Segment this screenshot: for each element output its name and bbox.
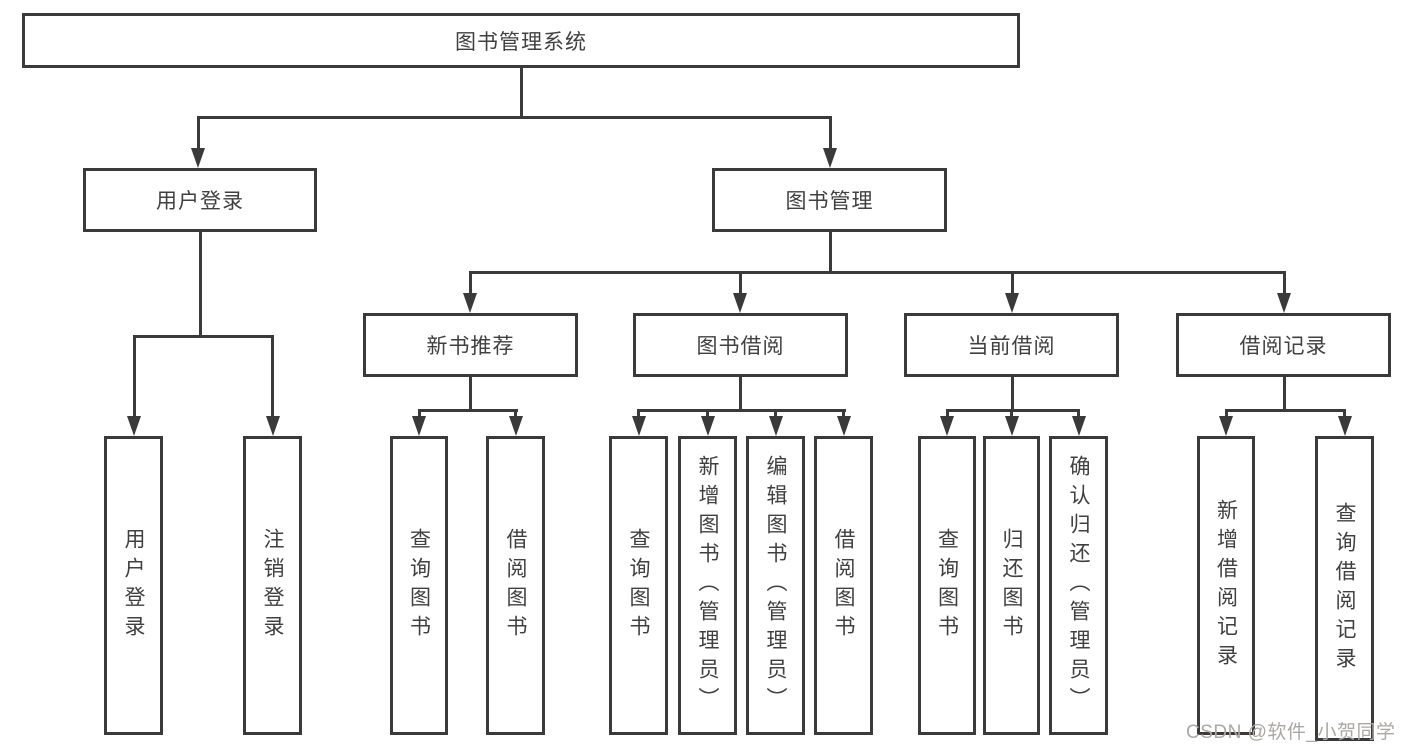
arrowhead-down-icon bbox=[733, 293, 747, 313]
node-label: 用户登录 bbox=[156, 190, 244, 213]
connector-drop bbox=[1010, 408, 1013, 419]
node-label: 查询图书 bbox=[935, 527, 959, 644]
node-book-management: 图书管理 bbox=[712, 168, 947, 232]
node-user-login-branch: 用户登录 bbox=[83, 168, 317, 232]
connector-drop bbox=[1010, 270, 1014, 295]
connector-drop bbox=[637, 408, 640, 419]
node-label: 查询图书 bbox=[627, 527, 650, 644]
node-label: 确认归还（管理员） bbox=[1067, 455, 1090, 716]
node-return-book: 归还图书 bbox=[983, 436, 1040, 735]
connector-drop bbox=[270, 334, 274, 419]
arrowhead-down-icon bbox=[126, 416, 141, 436]
connector-drop bbox=[468, 270, 472, 295]
node-label: 图书借阅 bbox=[696, 335, 785, 358]
arrowhead-down-icon bbox=[1337, 416, 1352, 436]
arrowhead-down-icon bbox=[1005, 293, 1019, 313]
node-label: 查询借阅记录 bbox=[1333, 501, 1356, 676]
node-label: 借阅图书 bbox=[504, 527, 527, 644]
arrowhead-down-icon bbox=[1277, 293, 1291, 313]
node-add-book-admin: 新增图书（管理员） bbox=[678, 436, 737, 735]
arrowhead-down-icon bbox=[508, 416, 523, 436]
node-label: 编辑图书（管理员） bbox=[764, 455, 787, 716]
connector-stem bbox=[1010, 377, 1014, 411]
node-current-borrow: 当前借阅 bbox=[904, 313, 1119, 377]
connector-stem bbox=[1282, 377, 1286, 411]
connector-drop bbox=[1282, 270, 1286, 295]
connector-drop bbox=[514, 408, 517, 419]
node-add-borrow-record: 新增借阅记录 bbox=[1197, 436, 1255, 735]
connector-group-e-splitter bbox=[1224, 408, 1346, 412]
node-label: 借阅图书 bbox=[832, 527, 855, 644]
arrowhead-down-icon bbox=[412, 416, 426, 436]
connector-drop bbox=[945, 408, 949, 419]
node-label: 新增图书（管理员） bbox=[696, 455, 719, 716]
connector-stem bbox=[468, 377, 472, 411]
arrowhead-down-icon bbox=[1071, 416, 1086, 436]
node-edit-book-admin: 编辑图书（管理员） bbox=[746, 436, 805, 735]
node-label: 归还图书 bbox=[1000, 527, 1023, 644]
connector-level2-splitter bbox=[196, 115, 832, 119]
node-label: 当前借阅 bbox=[967, 335, 1056, 358]
node-label: 图书管理系统 bbox=[455, 30, 587, 54]
connector-group-c-splitter bbox=[637, 408, 846, 412]
node-root-library-system: 图书管理系统 bbox=[22, 13, 1020, 68]
node-borrow-books: 借阅图书 bbox=[814, 436, 873, 735]
node-label: 图书管理 bbox=[785, 190, 874, 213]
arrowhead-down-icon bbox=[463, 293, 477, 313]
connector-group-b-splitter bbox=[417, 408, 518, 412]
connector-drop bbox=[196, 115, 200, 151]
node-label: 新增借阅记录 bbox=[1214, 498, 1238, 673]
node-label: 借阅记录 bbox=[1239, 335, 1328, 358]
arrowhead-down-icon bbox=[1219, 416, 1233, 436]
arrowhead-down-icon bbox=[940, 416, 954, 436]
arrowhead-down-icon bbox=[700, 416, 715, 436]
arrowhead-down-icon bbox=[768, 416, 783, 436]
node-confirm-return-admin: 确认归还（管理员） bbox=[1049, 436, 1108, 735]
arrowhead-down-icon bbox=[1004, 416, 1019, 436]
node-borrow-records: 借阅记录 bbox=[1176, 313, 1391, 377]
node-label: 注销登录 bbox=[261, 527, 284, 644]
connector-drop bbox=[828, 115, 832, 151]
connector-drop bbox=[842, 408, 845, 419]
arrowhead-down-icon bbox=[631, 416, 646, 436]
connector-drop bbox=[417, 408, 421, 419]
connector-drop bbox=[774, 408, 777, 419]
node-label: 新书推荐 bbox=[426, 335, 515, 358]
connector-user-login-stem bbox=[198, 232, 202, 338]
connector-group-a-splitter bbox=[132, 334, 274, 338]
connector-drop bbox=[1077, 408, 1080, 419]
csdn-watermark: CSDN @软件_小贺同学 bbox=[1186, 722, 1396, 743]
node-query-books-borrow: 查询图书 bbox=[609, 436, 668, 735]
node-query-books-recommend: 查询图书 bbox=[390, 436, 448, 735]
node-user-login: 用户登录 bbox=[104, 436, 163, 735]
arrowhead-down-icon bbox=[191, 148, 205, 168]
node-label: 查询图书 bbox=[407, 527, 431, 644]
connector-book-mgmt-stem bbox=[828, 232, 832, 272]
arrowhead-down-icon bbox=[836, 416, 851, 436]
connector-root-stem bbox=[519, 68, 523, 118]
connector-drop bbox=[132, 334, 136, 419]
node-borrow-books-recommend: 借阅图书 bbox=[486, 436, 545, 735]
node-book-borrow: 图书借阅 bbox=[633, 313, 848, 377]
connector-drop bbox=[706, 408, 709, 419]
connector-drop bbox=[738, 270, 742, 295]
arrowhead-down-icon bbox=[823, 148, 837, 168]
node-label: 用户登录 bbox=[122, 527, 145, 644]
connector-drop bbox=[1224, 408, 1228, 419]
node-query-books-current: 查询图书 bbox=[918, 436, 976, 735]
node-query-borrow-record: 查询借阅记录 bbox=[1315, 436, 1374, 741]
node-logout: 注销登录 bbox=[243, 436, 302, 735]
connector-drop bbox=[1343, 408, 1346, 419]
node-new-book-recommend: 新书推荐 bbox=[363, 313, 578, 377]
connector-level3-splitter bbox=[468, 270, 1286, 274]
connector-stem bbox=[738, 377, 742, 411]
arrowhead-down-icon bbox=[265, 416, 280, 436]
